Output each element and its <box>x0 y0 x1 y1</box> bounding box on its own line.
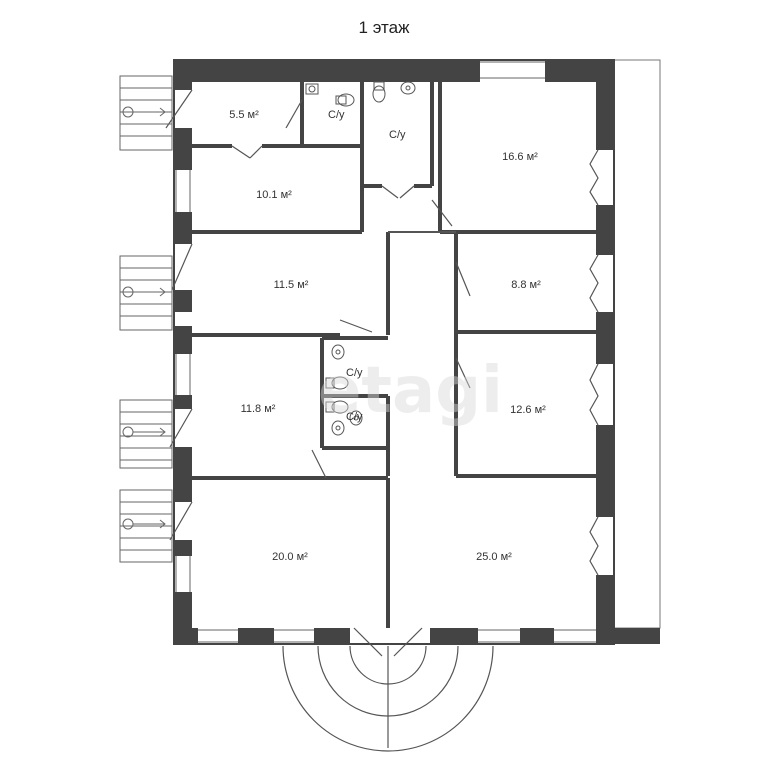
room-area-label: 16.6 м² <box>502 151 538 163</box>
sanitary-fixtures <box>305 81 416 436</box>
building-outline <box>173 59 615 645</box>
balcony-doors <box>589 149 599 576</box>
toilet-icon <box>325 400 349 414</box>
wc-label: С/у <box>346 367 363 379</box>
sink-icon <box>349 410 363 426</box>
room-area-label: 20.0 м² <box>272 551 308 563</box>
outer-walls <box>174 60 660 644</box>
steps-2 <box>119 255 173 331</box>
steps-3 <box>119 399 173 469</box>
toilet-icon <box>325 376 349 390</box>
sink-icon <box>400 81 416 95</box>
toilet-icon <box>335 93 355 107</box>
toilet-icon <box>372 81 386 103</box>
room-area-label: 8.8 м² <box>511 279 541 291</box>
gallery-outline <box>613 59 661 629</box>
interior-walls <box>192 82 596 628</box>
porch-steps <box>282 645 494 752</box>
room-area-label: 10.1 м² <box>256 189 292 201</box>
room-area-label: 5.5 м² <box>229 109 259 121</box>
room-area-label: 25.0 м² <box>476 551 512 563</box>
wc-label: С/у <box>346 411 363 423</box>
sink-icon <box>331 420 345 436</box>
steps-4 <box>119 489 173 563</box>
interior-doors <box>165 89 471 657</box>
sink-icon <box>331 344 345 360</box>
floor-title: 1 этаж <box>358 18 410 37</box>
room-area-label: 11.5 м² <box>274 279 309 291</box>
windows <box>175 61 596 643</box>
room-area-label: 12.6 м² <box>510 404 546 416</box>
wc-label: С/у <box>328 109 345 121</box>
wc-label: С/у <box>389 129 406 141</box>
sink-icon <box>305 83 319 95</box>
steps-1 <box>119 75 173 151</box>
entrance-steps <box>119 75 173 563</box>
watermark-logo: etagi <box>318 354 503 428</box>
room-area-label: 11.8 м² <box>241 403 276 415</box>
